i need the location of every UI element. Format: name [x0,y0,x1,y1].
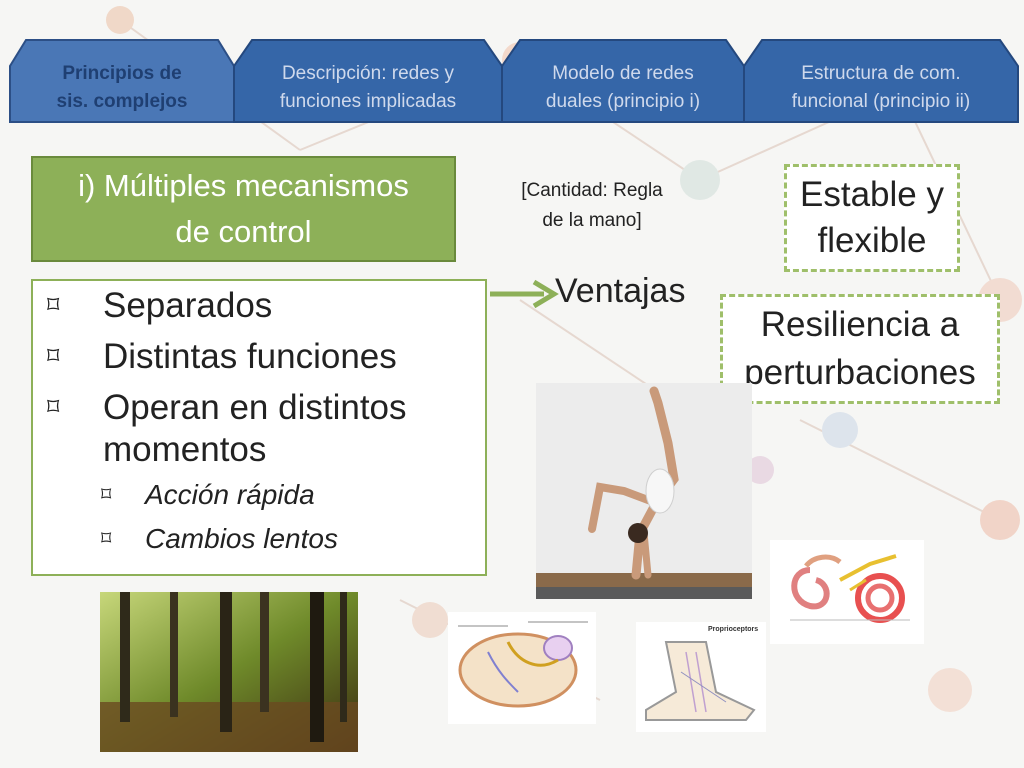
tab-descripcion[interactable]: Descripción: redes y funciones implicada… [232,38,504,124]
gymnast-photo [536,383,752,599]
tab-estructura[interactable]: Estructura de com. funcional (principio … [742,38,1020,124]
tab-shape [743,39,1019,123]
diagram-heading: Proprioceptors [708,626,759,633]
mechanisms-list: ⌑ Separados ⌑ Distintas funciones ⌑ Oper… [31,279,487,576]
arrow-right-icon [490,279,559,308]
advantage-resilience: Resiliencia a perturbaciones [720,294,1000,404]
section-title: i) Múltiples mecanismos de control [31,156,456,262]
advantage-stable-flexible: Estable y flexible [784,164,960,272]
forest-photo [100,592,358,752]
tab-label: Estructura de com. funcional (principio … [791,63,971,112]
tab-label: Modelo de redes duales (principio i) [545,63,701,112]
bullet-icon: ⌑ [101,484,112,506]
tab-principios[interactable]: Principios de sis. complejos [8,38,236,124]
tab-label: Descripción: redes y funciones implicada… [279,63,457,112]
ear-anatomy-diagram [770,540,924,644]
list-item-text: Operan en distintos momentos [103,388,407,469]
bullet-icon: ⌑ [101,528,112,550]
tab-label: Principios de sis. complejos [56,63,188,112]
sub-list-item-text: Cambios lentos [145,523,338,554]
eye-brain-diagram [448,612,596,724]
sub-list-item-text: Acción rápida [145,479,315,510]
bullet-icon: ⌑ [47,292,60,319]
advantages-label: Ventajas [555,272,686,310]
bullet-icon: ⌑ [47,394,60,421]
tab-modelo[interactable]: Modelo de redes duales (principio i) [500,38,746,124]
quantity-note: [Cantidad: Regla de la mano] [521,180,663,231]
bullet-icon: ⌑ [47,343,60,370]
foot-proprioceptors-diagram: Proprioceptors [636,622,766,732]
list-item-text: Distintas funciones [103,337,397,376]
list-item-text: Separados [103,286,273,325]
